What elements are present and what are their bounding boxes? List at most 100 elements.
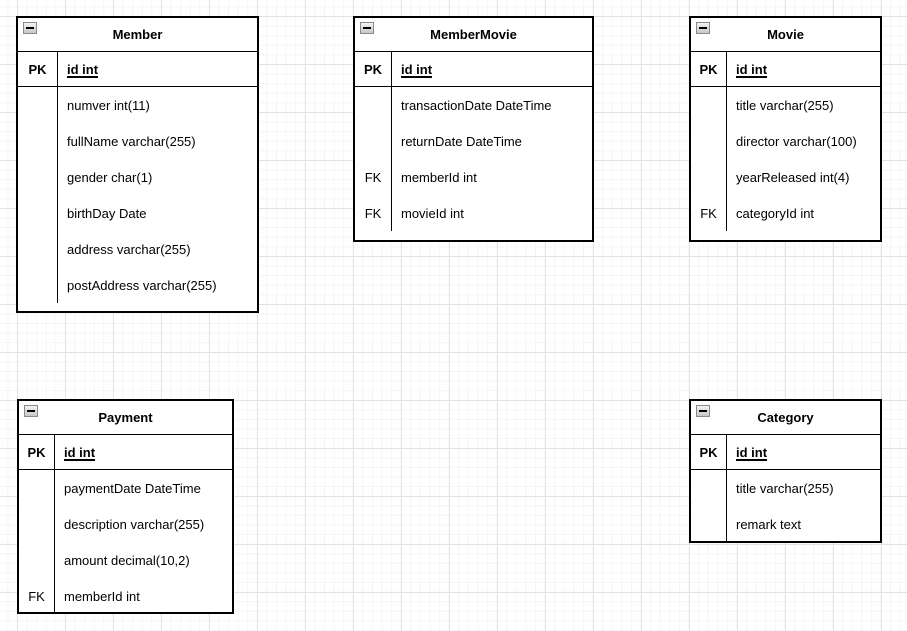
row-key-label: FK	[19, 578, 55, 612]
attribute-row[interactable]: FK movieId int	[355, 195, 592, 231]
primary-key-row[interactable]: PK id int	[355, 51, 592, 87]
row-key-label	[355, 123, 392, 159]
attribute-rows: numver int(11) fullName varchar(255) gen…	[18, 87, 257, 303]
row-key-label	[18, 267, 58, 303]
entity-table-membermovie[interactable]: MemberMovie PK id int transactionDate Da…	[353, 16, 594, 242]
attribute-row[interactable]: FK memberId int	[355, 159, 592, 195]
row-key-label: FK	[355, 159, 392, 195]
row-key-label	[18, 195, 58, 231]
row-key-label: FK	[355, 195, 392, 231]
primary-key-row[interactable]: PK id int	[19, 434, 232, 470]
row-key-label: FK	[691, 195, 727, 231]
entity-title: Category	[757, 410, 814, 425]
attribute-row[interactable]: address varchar(255)	[18, 231, 257, 267]
primary-key-row[interactable]: PK id int	[691, 434, 880, 470]
attribute-row[interactable]: description varchar(255)	[19, 506, 232, 542]
attribute-row[interactable]: title varchar(255)	[691, 87, 880, 123]
row-field-label: yearReleased int(4)	[736, 169, 850, 185]
collapse-icon[interactable]	[696, 22, 710, 34]
attribute-rows: title varchar(255) remark text	[691, 470, 880, 541]
attribute-rows: paymentDate DateTime description varchar…	[19, 470, 232, 612]
attribute-row[interactable]: FK memberId int	[19, 578, 232, 612]
row-field-label: numver int(11)	[67, 97, 150, 113]
entity-title: Member	[112, 27, 163, 42]
row-key-label	[19, 542, 55, 578]
entity-header: Movie	[691, 18, 880, 51]
attribute-row[interactable]: gender char(1)	[18, 159, 257, 195]
pk-field-label: id int	[67, 61, 99, 77]
row-key-label	[691, 159, 727, 195]
row-field-label: address varchar(255)	[67, 241, 191, 257]
attribute-row[interactable]: amount decimal(10,2)	[19, 542, 232, 578]
entity-title: Payment	[98, 410, 153, 425]
attribute-rows: title varchar(255) director varchar(100)…	[691, 87, 880, 231]
attribute-row[interactable]: transactionDate DateTime	[355, 87, 592, 123]
entity-header: MemberMovie	[355, 18, 592, 51]
row-key-label	[691, 506, 727, 541]
attribute-row[interactable]: birthDay Date	[18, 195, 257, 231]
row-key-label	[19, 506, 55, 542]
row-key-label	[691, 87, 727, 123]
pk-key-label: PK	[18, 52, 58, 86]
pk-field-label: id int	[64, 444, 96, 460]
row-field-label: title varchar(255)	[736, 97, 834, 113]
attribute-row[interactable]: title varchar(255)	[691, 470, 880, 506]
attribute-row[interactable]: paymentDate DateTime	[19, 470, 232, 506]
entity-title: MemberMovie	[430, 27, 517, 42]
attribute-row[interactable]: fullName varchar(255)	[18, 123, 257, 159]
row-field-label: movieId int	[401, 205, 464, 221]
row-field-label: memberId int	[401, 169, 477, 185]
entity-header: Member	[18, 18, 257, 51]
entity-table-payment[interactable]: Payment PK id int paymentDate DateTime d…	[17, 399, 234, 614]
pk-key-label: PK	[691, 435, 727, 469]
collapse-icon[interactable]	[23, 22, 37, 34]
pk-field-label: id int	[736, 61, 768, 77]
row-key-label	[18, 231, 58, 267]
row-key-label	[18, 123, 58, 159]
row-field-label: gender char(1)	[67, 169, 153, 185]
row-field-label: description varchar(255)	[64, 516, 205, 532]
row-key-label	[691, 123, 727, 159]
row-key-label	[18, 87, 58, 123]
row-field-label: amount decimal(10,2)	[64, 552, 190, 568]
row-field-label: fullName varchar(255)	[67, 133, 196, 149]
row-field-label: transactionDate DateTime	[401, 97, 552, 113]
row-key-label	[691, 470, 727, 506]
row-field-label: memberId int	[64, 588, 140, 604]
pk-key-label: PK	[691, 52, 727, 86]
primary-key-row[interactable]: PK id int	[691, 51, 880, 87]
attribute-rows: transactionDate DateTime returnDate Date…	[355, 87, 592, 231]
attribute-row[interactable]: yearReleased int(4)	[691, 159, 880, 195]
attribute-row[interactable]: returnDate DateTime	[355, 123, 592, 159]
attribute-row[interactable]: remark text	[691, 506, 880, 541]
row-field-label: paymentDate DateTime	[64, 480, 201, 496]
row-key-label	[355, 87, 392, 123]
collapse-icon[interactable]	[24, 405, 38, 417]
entity-header: Payment	[19, 401, 232, 434]
pk-key-label: PK	[355, 52, 392, 86]
row-field-label: remark text	[736, 516, 802, 532]
row-field-label: categoryId int	[736, 205, 815, 221]
primary-key-row[interactable]: PK id int	[18, 51, 257, 87]
entity-table-category[interactable]: Category PK id int title varchar(255) re…	[689, 399, 882, 543]
collapse-icon[interactable]	[360, 22, 374, 34]
row-key-label	[19, 470, 55, 506]
pk-field-label: id int	[401, 61, 433, 77]
pk-field-label: id int	[736, 444, 768, 460]
attribute-row[interactable]: numver int(11)	[18, 87, 257, 123]
entity-header: Category	[691, 401, 880, 434]
row-field-label: title varchar(255)	[736, 480, 834, 496]
row-field-label: returnDate DateTime	[401, 133, 522, 149]
collapse-icon[interactable]	[696, 405, 710, 417]
entity-title: Movie	[767, 27, 804, 42]
entity-table-member[interactable]: Member PK id int numver int(11) fullName…	[16, 16, 259, 313]
attribute-row[interactable]: FK categoryId int	[691, 195, 880, 231]
pk-key-label: PK	[19, 435, 55, 469]
row-key-label	[18, 159, 58, 195]
entity-table-movie[interactable]: Movie PK id int title varchar(255) direc…	[689, 16, 882, 242]
row-field-label: birthDay Date	[67, 205, 147, 221]
row-field-label: director varchar(100)	[736, 133, 857, 149]
attribute-row[interactable]: postAddress varchar(255)	[18, 267, 257, 303]
attribute-row[interactable]: director varchar(100)	[691, 123, 880, 159]
